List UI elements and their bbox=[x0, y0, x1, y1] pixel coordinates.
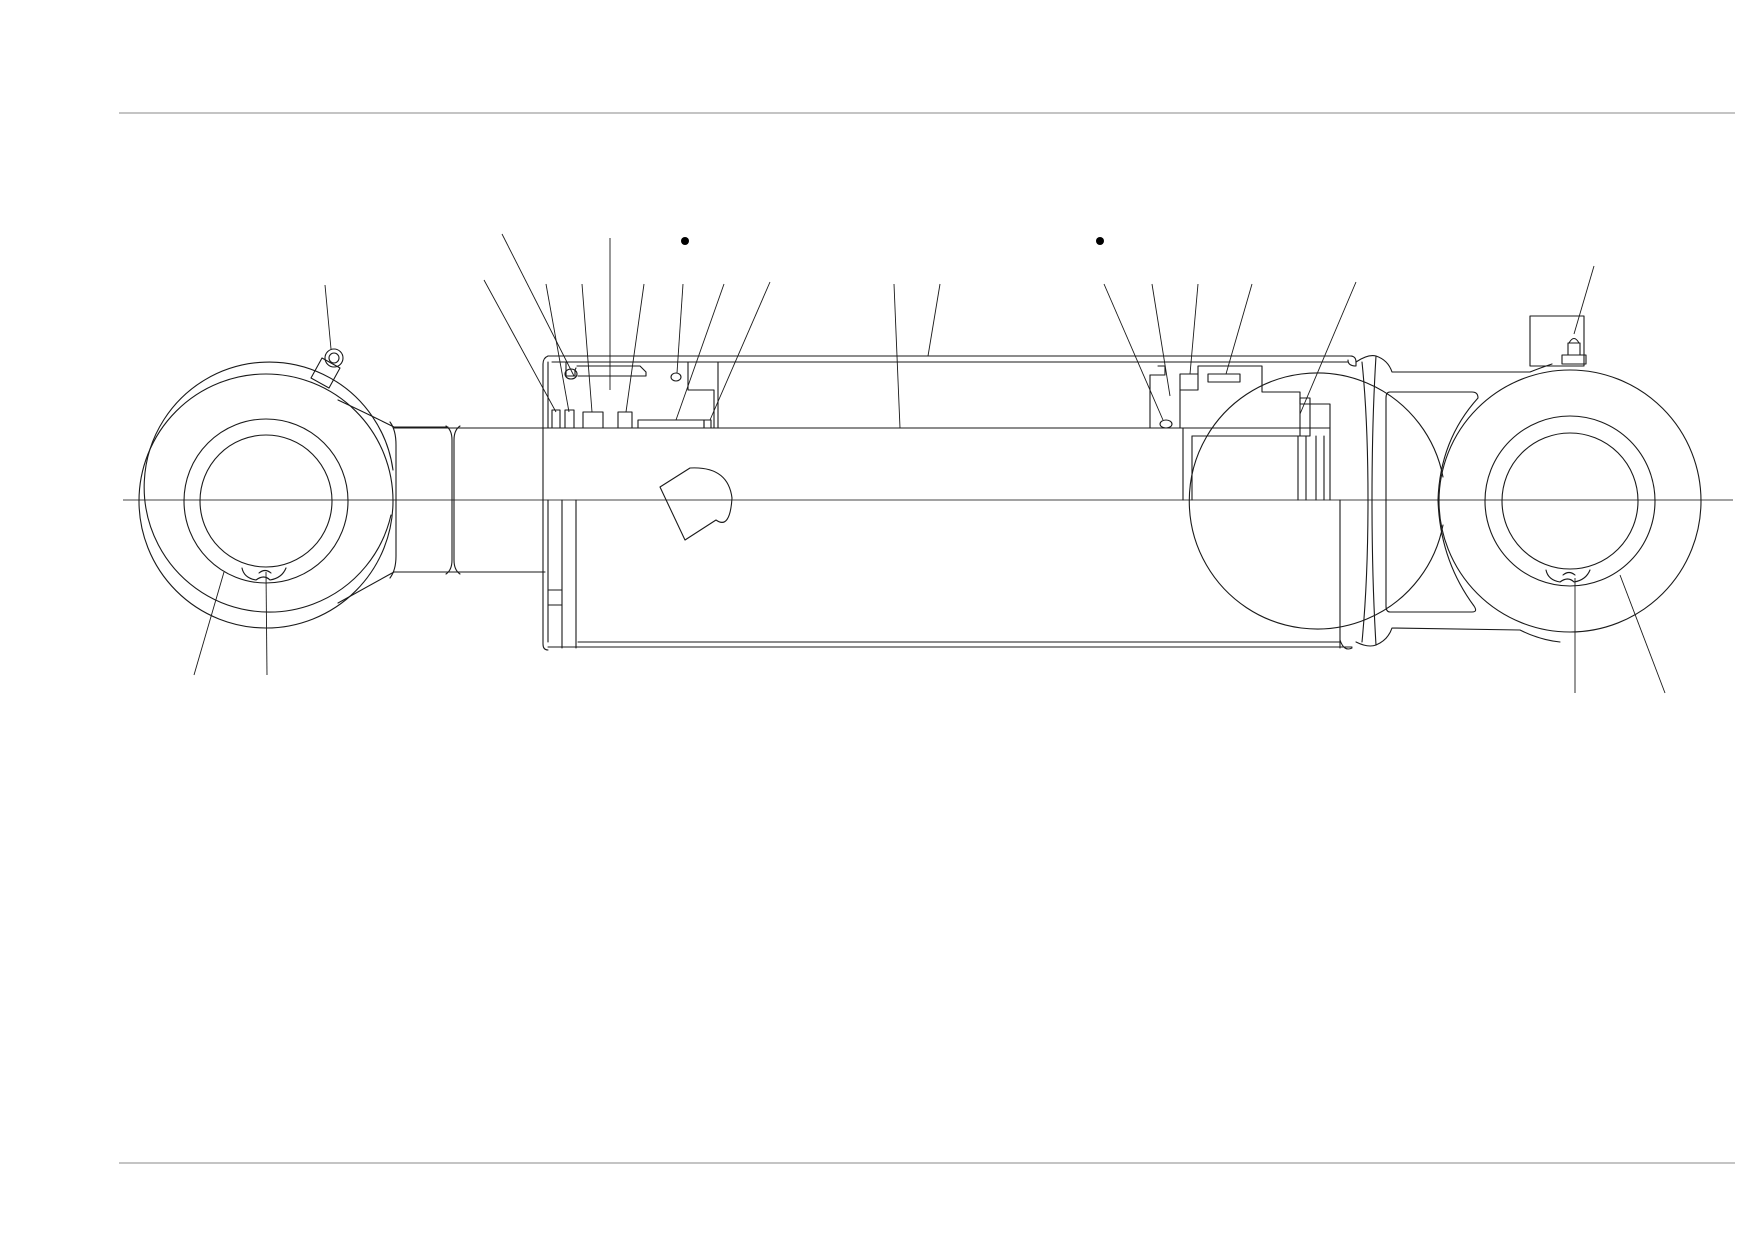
leader-cap-eye bbox=[1619, 574, 1666, 694]
gland-outer-step bbox=[576, 365, 647, 377]
leader-piston-rod bbox=[893, 283, 901, 429]
rod-eye-left bbox=[138, 361, 449, 629]
leader-wiper-seal bbox=[483, 279, 557, 413]
cap-weld-inner bbox=[1361, 361, 1369, 643]
rod-collar-right bbox=[453, 425, 461, 575]
cap-end-right bbox=[1188, 355, 1702, 647]
rod-neck-top bbox=[337, 399, 449, 428]
leader-rod-seal-1 bbox=[581, 283, 593, 413]
pin-bore bbox=[199, 434, 333, 568]
fitting-callout-box bbox=[1529, 315, 1585, 367]
cylinder-tube bbox=[542, 355, 1357, 651]
cap-pin-bore bbox=[1501, 432, 1639, 570]
oring-gland-outer bbox=[564, 368, 578, 380]
set-screw bbox=[1299, 397, 1311, 437]
cap-body-top bbox=[1375, 355, 1553, 373]
marker-dot-right bbox=[1096, 237, 1104, 245]
piston-rod bbox=[393, 425, 1184, 575]
wear-ring bbox=[1207, 373, 1241, 383]
leader-dust-seal bbox=[545, 283, 570, 413]
marker-dot-left bbox=[681, 237, 689, 245]
leader-wear-ring bbox=[1225, 283, 1253, 375]
leader-lines bbox=[193, 233, 1666, 694]
fitting-body-right bbox=[1567, 342, 1581, 356]
groove-mark-left bbox=[258, 569, 272, 574]
rod-collar-left bbox=[445, 425, 453, 575]
dust-seal bbox=[564, 409, 575, 429]
leader-bushing bbox=[675, 283, 725, 421]
fitting-body-left bbox=[310, 357, 341, 389]
fitting-head-left bbox=[324, 348, 344, 368]
grease-groove-right bbox=[1545, 569, 1591, 583]
leader-piston bbox=[1151, 283, 1171, 397]
oring-gland-mid bbox=[670, 372, 682, 382]
rod-nut-marker bbox=[659, 467, 733, 541]
leader-piston-ring bbox=[1189, 283, 1199, 375]
rod-seal-2 bbox=[617, 411, 633, 429]
fitting-nipple-left bbox=[328, 352, 340, 364]
leader-fitting-right bbox=[1573, 265, 1595, 335]
rod-neck-bottom bbox=[337, 571, 449, 604]
tube-right-bottom-lip bbox=[1339, 639, 1353, 650]
leader-gland-notch bbox=[501, 233, 575, 377]
rod-eye-outer-inner bbox=[143, 361, 394, 613]
rod-neck-curve bbox=[389, 421, 397, 579]
bushing-strip bbox=[637, 419, 705, 429]
fitting-hex-right bbox=[1561, 354, 1587, 365]
piston-left-top bbox=[1149, 365, 1166, 376]
cap-body-bottom bbox=[1375, 627, 1561, 646]
gland-section bbox=[547, 361, 719, 429]
grease-groove-left bbox=[241, 567, 287, 581]
tube-left-end bbox=[542, 355, 549, 651]
grease-fitting-right bbox=[1529, 315, 1587, 367]
cap-eye-outer-inner bbox=[1188, 372, 1444, 630]
leader-backup-ring bbox=[709, 281, 771, 421]
oring-piston bbox=[1159, 419, 1173, 429]
piston-body-outline bbox=[1197, 365, 1331, 501]
rod-seal-1 bbox=[582, 411, 604, 429]
tube-right-lip bbox=[1347, 355, 1357, 367]
piston-ring-1 bbox=[1179, 373, 1199, 391]
cap-eye-outer bbox=[1438, 369, 1702, 633]
wiper-seal bbox=[551, 409, 561, 429]
leader-rod-seal-2 bbox=[625, 283, 645, 413]
leader-oring-piston bbox=[1103, 283, 1164, 421]
cap-weld-curve bbox=[1355, 355, 1377, 647]
groove-mark-right bbox=[1562, 571, 1576, 576]
rod-eye-outer bbox=[138, 373, 394, 629]
bushing-outer bbox=[183, 418, 349, 584]
leader-set-screw bbox=[1299, 281, 1357, 415]
gland-inner-step bbox=[687, 361, 715, 429]
fitting-nipple-right bbox=[1568, 337, 1580, 344]
leader-bushing-left bbox=[265, 571, 268, 676]
leader-rod-eye bbox=[193, 571, 225, 676]
leader-fitting-left bbox=[324, 284, 332, 350]
cap-bushing-outer bbox=[1484, 415, 1656, 587]
leader-oring-gland bbox=[676, 283, 684, 374]
backup-ring bbox=[703, 419, 712, 429]
leader-cylinder-tube bbox=[927, 283, 941, 357]
piston-section bbox=[1149, 365, 1331, 501]
cap-recess bbox=[1385, 391, 1479, 613]
grease-fitting-left bbox=[310, 348, 344, 389]
